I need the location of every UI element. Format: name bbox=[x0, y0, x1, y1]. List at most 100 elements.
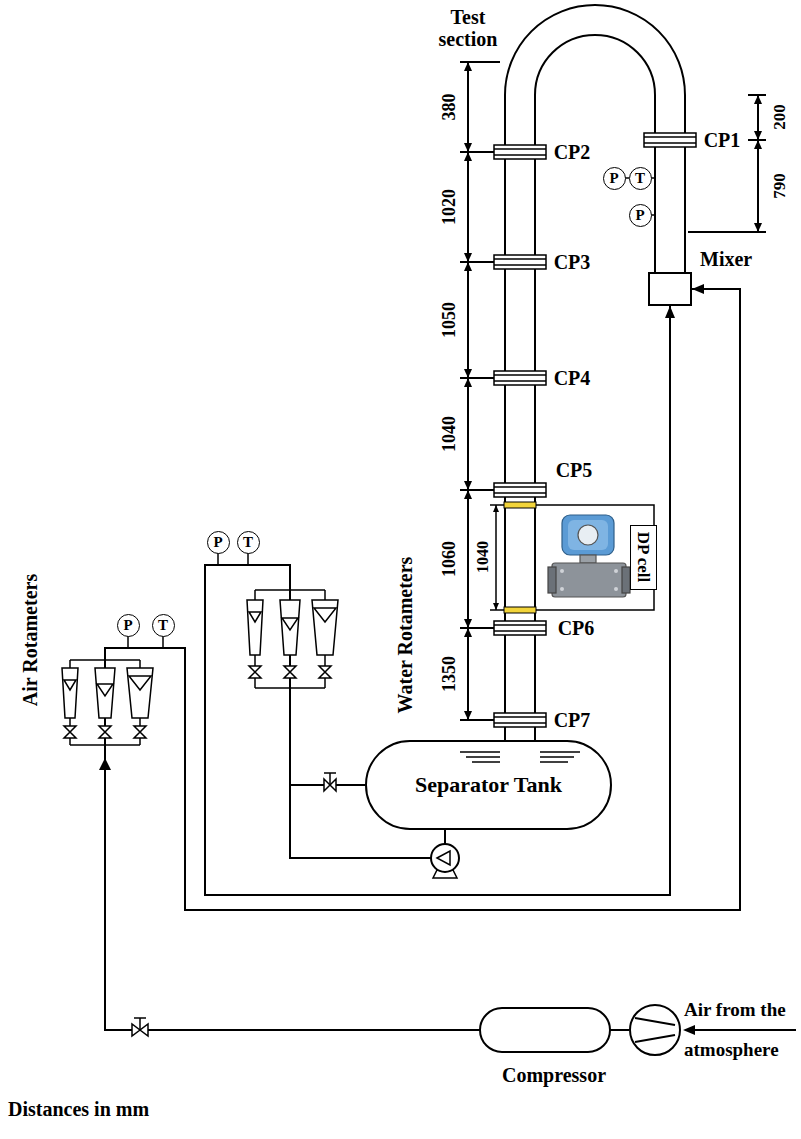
pipe-flanges bbox=[494, 713, 546, 727]
air-receiver bbox=[480, 1008, 610, 1052]
probe-label: CP3 bbox=[554, 251, 591, 273]
intake-arrow bbox=[683, 1025, 695, 1035]
pressure-taps bbox=[504, 607, 536, 613]
separator-tank: Separator Tank bbox=[365, 740, 612, 830]
gauge-circle: P bbox=[117, 614, 140, 637]
bypass-line bbox=[329, 773, 331, 785]
gauge-circle: P bbox=[603, 167, 626, 190]
dimension-lines bbox=[493, 505, 499, 610]
air-rotameters bbox=[99, 758, 111, 770]
mixer-box: Mixer bbox=[648, 272, 692, 306]
dimension-label: 1040 bbox=[474, 541, 492, 573]
gauge-stems bbox=[128, 178, 654, 648]
dp-transmitter bbox=[562, 515, 614, 555]
dimension-lines bbox=[460, 489, 494, 491]
dimension-label: 380 bbox=[440, 94, 460, 121]
dp-transmitter bbox=[568, 520, 608, 550]
gauge-circle: T bbox=[237, 531, 260, 554]
gauge-stems bbox=[217, 553, 219, 565]
dimension-label: 1040 bbox=[440, 416, 460, 452]
pipe-flanges bbox=[494, 133, 696, 727]
node-label: DP cell bbox=[634, 532, 653, 583]
pipe-flanges bbox=[494, 486, 546, 488]
compressor-glyph bbox=[635, 1035, 675, 1042]
pipe-flanges bbox=[644, 133, 696, 147]
pipe-flanges bbox=[494, 630, 546, 632]
node-label: Separator Tank bbox=[415, 773, 562, 797]
water-rotameters bbox=[312, 600, 338, 655]
dp-cell-box: DP cell bbox=[630, 525, 657, 590]
probe-label: CP4 bbox=[554, 367, 591, 389]
pipe-flanges bbox=[494, 371, 546, 385]
dp-transmitter bbox=[560, 587, 564, 591]
gauge-stems bbox=[127, 636, 129, 648]
pipe-flanges bbox=[494, 624, 546, 626]
gauge-circle: P bbox=[207, 531, 230, 554]
compressor-symbol: Compressor bbox=[629, 1004, 681, 1056]
dp-transmitter bbox=[614, 569, 618, 573]
air-rotameters bbox=[70, 744, 140, 746]
dimension-lines bbox=[754, 223, 762, 232]
water-rotameters bbox=[284, 666, 296, 678]
source-label: Air from the atmosphere bbox=[684, 990, 798, 1070]
water-rotameters bbox=[247, 590, 338, 688]
water-rotameters bbox=[255, 687, 325, 689]
dimension-lines bbox=[464, 152, 472, 161]
dimension-lines bbox=[748, 94, 766, 96]
air-rotameters bbox=[139, 660, 141, 668]
dimension-lines bbox=[748, 139, 766, 141]
dp-transmitter bbox=[580, 555, 596, 563]
water-level bbox=[466, 756, 500, 758]
dimension-lines bbox=[460, 627, 494, 629]
pipe-flanges bbox=[494, 374, 546, 376]
air-rotameters bbox=[129, 676, 151, 690]
bypass-line bbox=[324, 772, 336, 774]
air-rotameters bbox=[62, 668, 78, 718]
air-rotameters bbox=[127, 668, 153, 718]
water-level bbox=[540, 756, 574, 758]
dimension-lines bbox=[464, 369, 472, 378]
air-rotameters bbox=[62, 660, 153, 770]
dimension-lines bbox=[460, 377, 494, 379]
dimension-lines bbox=[493, 603, 499, 610]
pipe-flanges bbox=[494, 483, 546, 497]
pipe-line bbox=[205, 306, 670, 895]
dimension-lines bbox=[464, 253, 472, 262]
arrow-head bbox=[665, 306, 675, 318]
pipe-line bbox=[105, 284, 740, 1030]
water-rotameters bbox=[280, 600, 300, 655]
dp-transmitter bbox=[614, 587, 618, 591]
dimension-label: 1050 bbox=[440, 302, 460, 338]
water-level bbox=[540, 751, 580, 753]
dimension-lines bbox=[464, 711, 472, 720]
pipe-flanges bbox=[494, 716, 546, 718]
dimension-label: 1060 bbox=[440, 541, 460, 577]
pipe-flanges bbox=[494, 264, 546, 266]
air-rotameters bbox=[97, 684, 113, 696]
dp-transmitter bbox=[552, 563, 626, 597]
pipe-flanges bbox=[494, 380, 546, 382]
air-rotameters bbox=[95, 668, 115, 718]
node-label: P bbox=[213, 535, 222, 550]
dimension-label: 1350 bbox=[440, 656, 460, 692]
dimension-lines bbox=[460, 61, 500, 63]
node-label: T bbox=[243, 535, 253, 550]
dimension-lines bbox=[464, 62, 472, 720]
pipe-line bbox=[105, 289, 740, 1030]
water-rotameters bbox=[324, 590, 326, 600]
water-rotameters bbox=[289, 590, 291, 600]
node-label: P bbox=[609, 171, 618, 186]
air-rotameters bbox=[69, 660, 71, 668]
dp-transmitter bbox=[578, 525, 598, 545]
dimension-lines bbox=[490, 504, 504, 506]
dimension-lines bbox=[464, 378, 472, 387]
node-label: Mixer bbox=[700, 248, 752, 270]
dimension-lines bbox=[460, 261, 494, 263]
water-level bbox=[460, 751, 500, 753]
probe-label: CP1 bbox=[704, 129, 741, 151]
pipe-flanges bbox=[494, 154, 546, 156]
group-label: Water Rotameters bbox=[394, 557, 416, 714]
pipe-flanges bbox=[644, 142, 696, 144]
water-rotameters bbox=[314, 608, 336, 622]
dimension-lines bbox=[754, 95, 762, 232]
